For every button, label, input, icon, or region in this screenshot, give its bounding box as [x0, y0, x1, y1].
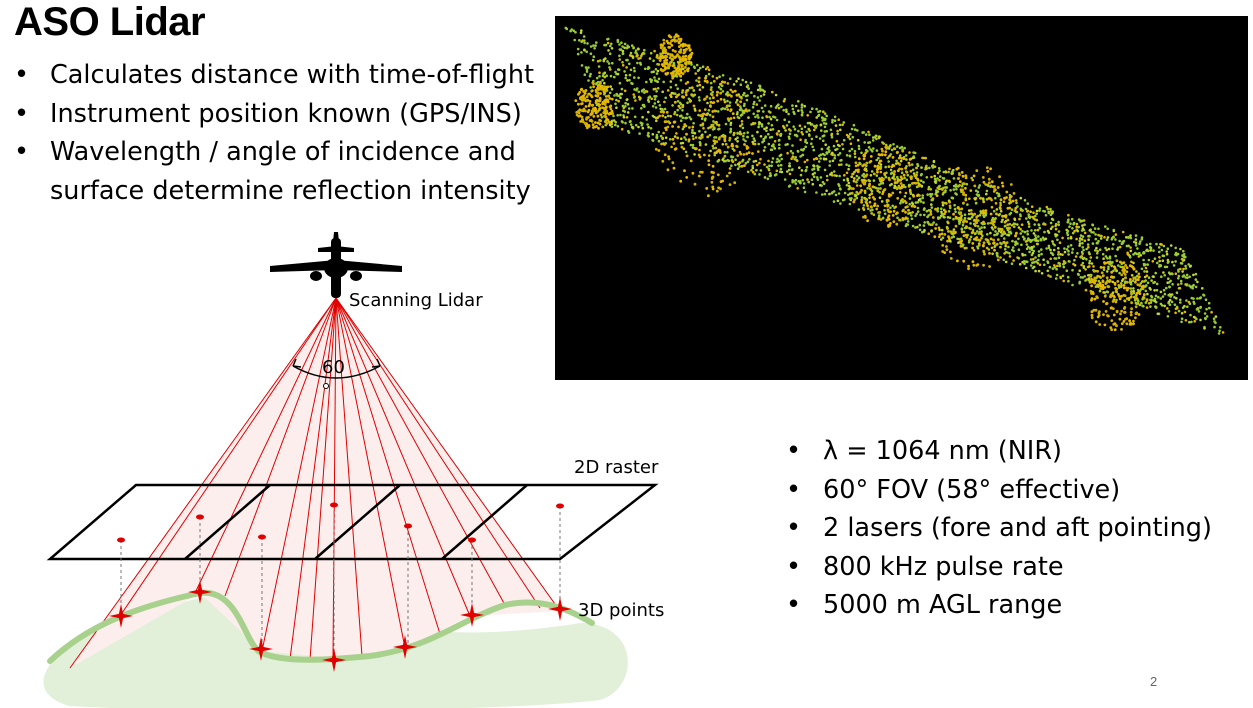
bullet-item: 800 kHz pulse rate — [786, 548, 1212, 587]
raster-drop-lines — [117, 502, 564, 656]
laser-beam — [335, 297, 363, 657]
bullet-item: 5000 m AGL range — [786, 586, 1212, 625]
slide-number: 2 — [1150, 674, 1158, 689]
bullet-item: 60° FOV (58° effective) — [786, 471, 1212, 510]
point-cloud-points — [564, 26, 1225, 335]
3d-point-markers — [109, 580, 572, 672]
laser-beam — [224, 297, 337, 597]
laser-beam — [335, 297, 406, 649]
laser-beam — [335, 297, 441, 635]
angle-label: 60 — [322, 357, 345, 378]
raster-point-marker — [258, 534, 266, 540]
star-marker-icon — [393, 635, 417, 659]
laser-beam — [335, 297, 506, 606]
star-marker-icon — [460, 603, 484, 627]
bullet-item: Wavelength / angle of incidence and — [14, 133, 534, 172]
terrain-surface-line — [47, 589, 595, 664]
bullet-item: 2 lasers (fore and aft pointing) — [786, 509, 1212, 548]
point-cloud-render — [564, 26, 1225, 335]
angle-vertex-marker — [323, 383, 329, 389]
laser-fan-fill — [70, 298, 560, 668]
star-marker-icon — [188, 580, 212, 604]
feature-bullet-list: Calculates distance with time-of-flight … — [14, 56, 534, 210]
raster-point-marker — [330, 502, 338, 508]
slide-title: ASO Lidar — [14, 0, 206, 44]
arrow-left-icon — [292, 358, 302, 368]
raster-grid — [46, 483, 659, 561]
lidar-scanning-diagram: Scanning Lidar 60 2D raster 3D points — [43, 232, 664, 708]
star-marker-icon — [109, 604, 133, 628]
scanner-label: Scanning Lidar — [349, 290, 483, 311]
raster-point-marker — [117, 537, 125, 543]
star-marker-icon — [322, 648, 346, 672]
raster-label: 2D raster — [574, 457, 659, 478]
laser-beam — [335, 297, 541, 609]
laser-beam — [261, 297, 337, 652]
laser-beam — [194, 297, 337, 594]
laser-beam — [119, 297, 337, 617]
arrow-right-icon — [371, 358, 381, 368]
laser-beam — [309, 297, 337, 661]
airplane-icon — [270, 232, 402, 298]
bullet-continuation: surface determine reflection intensity — [50, 175, 531, 206]
raster-point-marker — [556, 503, 564, 509]
points-label: 3D points — [578, 600, 664, 621]
raster-point-marker — [404, 523, 412, 529]
laser-beam — [335, 297, 471, 617]
laser-beam — [289, 297, 337, 660]
bullet-item: λ = 1064 nm (NIR) — [786, 432, 1212, 471]
fov-angle-arc — [292, 365, 381, 379]
raster-point-marker — [468, 537, 476, 543]
bullet-item: Instrument position known (GPS/INS) — [14, 95, 534, 134]
star-marker-icon — [548, 597, 572, 621]
raster-point-marker — [196, 514, 204, 520]
lidar-point-cloud-image — [555, 16, 1248, 380]
star-marker-icon — [249, 637, 273, 661]
spec-bullet-list: λ = 1064 nm (NIR) 60° FOV (58° effective… — [786, 432, 1212, 625]
laser-beam — [69, 297, 337, 669]
bullet-item: Calculates distance with time-of-flight — [14, 56, 534, 95]
